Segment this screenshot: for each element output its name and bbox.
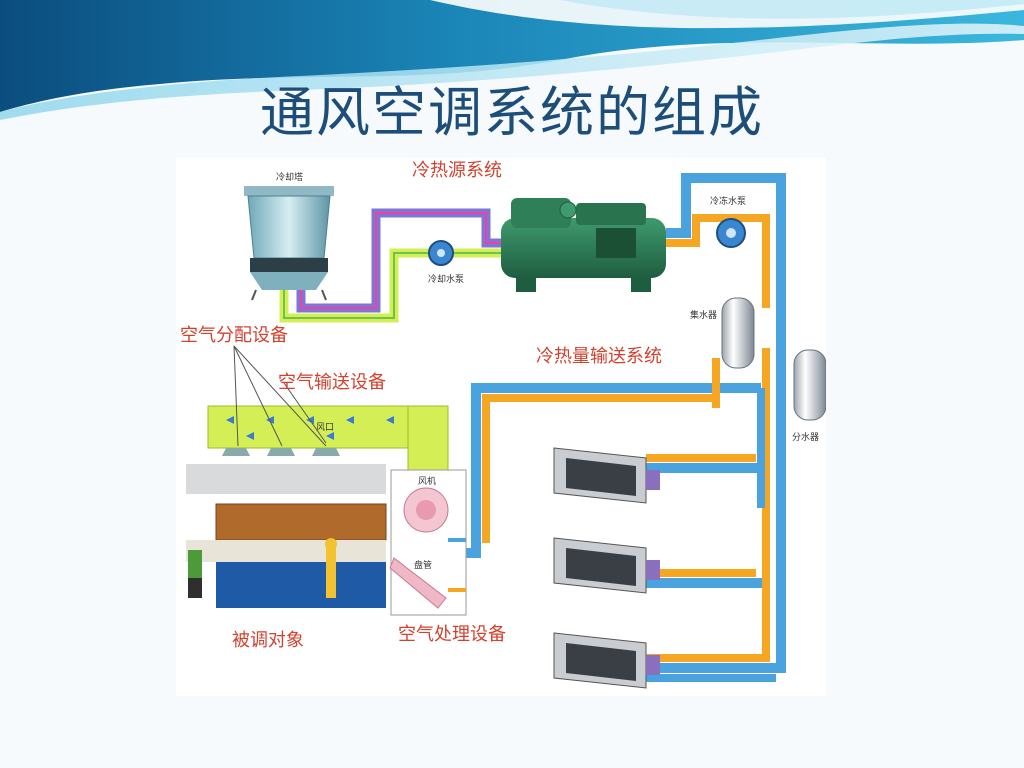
chiller-icon <box>501 198 666 292</box>
chilled-water-pipes <box>461 173 786 682</box>
air-handler-icon <box>389 469 467 616</box>
cooling-source-system-label: 冷热源系统 <box>412 160 502 181</box>
cold-heat-transport-label: 冷热量输送系统 <box>536 346 662 367</box>
cooling-water-pump-label: 冷却水泵 <box>428 273 464 285</box>
coil-label: 盘管 <box>414 559 432 571</box>
chilled-water-pump-icon <box>716 218 746 248</box>
diffuser-label: 风口 <box>316 422 334 433</box>
water-distributor-label: 分水器 <box>792 431 819 443</box>
fan-coil-unit-icon <box>553 537 660 594</box>
air-distribution-label: 空气分配设备 <box>180 325 288 346</box>
pointer-lines <box>233 345 327 447</box>
conditioned-object-label: 被调对象 <box>232 630 304 651</box>
cooling-water-pump-icon <box>428 240 454 266</box>
fan-coil-unit-icon <box>553 632 660 689</box>
header-wave-banner <box>0 0 1024 121</box>
chilled-water-pump-label: 冷冻水泵 <box>710 195 746 207</box>
hvac-system-diagram: 冷却塔 冷却水泵 冷冻水泵 集水器 分水器 <box>176 158 826 696</box>
diffuser-icon <box>222 448 340 456</box>
air-supply-duct <box>207 405 449 477</box>
fan-coil-unit-icon <box>553 447 660 504</box>
office-room-icon <box>186 464 387 608</box>
air-transport-label: 空气输送设备 <box>278 372 386 393</box>
cooling-tower-label: 冷却塔 <box>276 171 303 183</box>
water-collector-label: 集水器 <box>690 309 717 321</box>
water-distributor-icon <box>793 349 826 421</box>
air-handling-label: 空气处理设备 <box>398 624 506 645</box>
slide-title: 通风空调系统的组成 <box>260 81 764 144</box>
fan-label: 风机 <box>418 475 436 487</box>
cooling-tower-icon <box>244 186 334 301</box>
water-collector-icon <box>721 297 755 369</box>
